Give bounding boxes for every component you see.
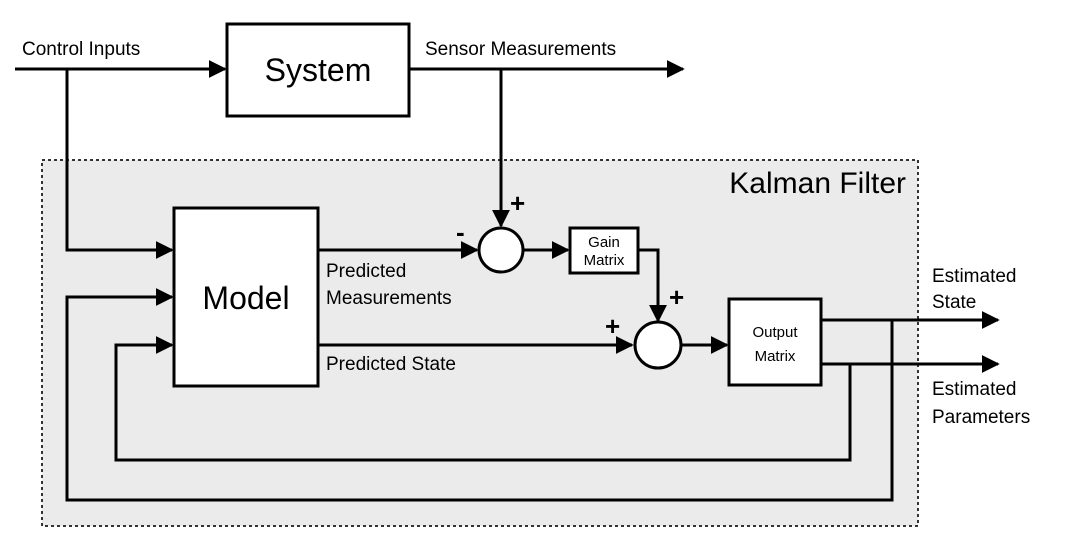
system-block [225, 22, 411, 118]
control-to-model-wire [65, 69, 174, 259]
gain-matrix-label-1: Gain [588, 234, 620, 251]
output-matrix-label-2: Matrix [755, 348, 796, 365]
state-sum-junction [633, 320, 683, 370]
estimated-state-label-1: Estimated [932, 266, 1016, 287]
control-inputs-label: Control Inputs [22, 39, 140, 60]
kalman-filter-title: Kalman Filter [729, 167, 906, 200]
output-matrix-label-1: Output [752, 324, 798, 341]
output-matrix-block [727, 297, 823, 387]
estimated-state-label-2: State [932, 292, 976, 313]
estimated-parameters-label-1: Estimated [932, 379, 1016, 400]
gain-matrix-label-2: Matrix [584, 252, 625, 269]
state-feedback-wire [65, 288, 894, 502]
sensor-measurements-label: Sensor Measurements [425, 39, 616, 60]
gain-to-sum-wire [638, 248, 667, 323]
parameters-feedback-wire [114, 336, 852, 462]
predicted-state-label: Predicted State [326, 354, 456, 375]
state-plus-sign: + [605, 311, 620, 341]
system-label: System [265, 52, 372, 88]
predicted-measurements-label-2: Measurements [326, 288, 452, 309]
estimated-parameters-label-2: Parameters [932, 407, 1030, 428]
predicted-measurements-label-1: Predicted [326, 261, 406, 282]
gain-matrix-block [568, 226, 640, 275]
measurement-sum-junction [477, 226, 525, 274]
model-block [172, 206, 320, 388]
model-label: Model [202, 280, 289, 316]
sum-minus-sign: - [456, 217, 465, 247]
gain-plus-sign: + [669, 282, 684, 312]
sum-plus-sign: + [510, 188, 525, 218]
